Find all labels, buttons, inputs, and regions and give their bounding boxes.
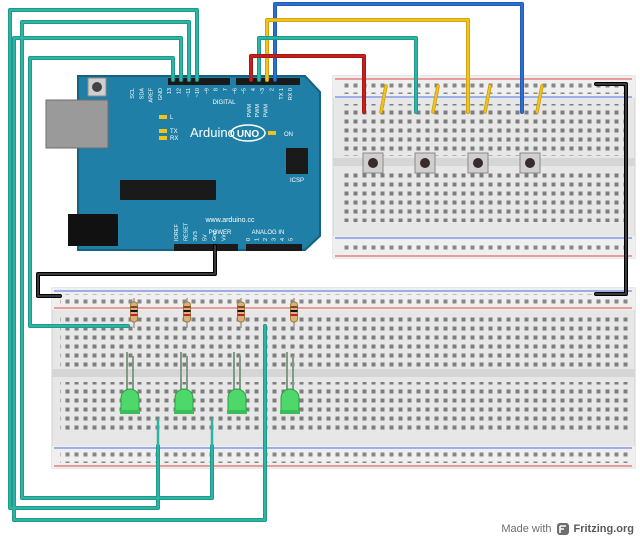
analog-pin-label-2: 2	[263, 238, 269, 241]
resistor-2	[183, 298, 191, 328]
power-pin-label-3: 5V	[203, 234, 209, 241]
pin-label-1: SDA	[139, 88, 145, 100]
leds	[120, 352, 300, 414]
pin-label-7: ~10	[195, 88, 201, 97]
pin-label-3: GND	[158, 88, 164, 100]
led-green-1	[120, 352, 140, 414]
pwm-label-1: PWM	[255, 104, 261, 118]
led-tx-indicator	[159, 129, 167, 133]
analog-pin-label-4: 4	[280, 238, 286, 241]
led-on-indicator	[268, 131, 276, 135]
led-l-label: L	[170, 115, 174, 121]
icsp-header	[286, 148, 308, 174]
pin-label-5: 12	[177, 88, 183, 94]
arduino-brand-label: Arduino	[190, 125, 235, 140]
analog-pin-label-0: 0	[246, 238, 252, 241]
arduino-url-label: www.arduino.cc	[204, 217, 255, 224]
power-jack	[68, 214, 118, 246]
pin-label-9: 8	[214, 88, 220, 91]
digital-header-left	[168, 78, 230, 85]
arduino-uno-board: Arduino UNO www.arduino.cc DIGITAL POWER…	[45, 75, 321, 251]
power-label: POWER	[209, 230, 232, 236]
pin-label-2: AREF	[149, 87, 155, 102]
pin-label-16: TX 1	[279, 88, 285, 100]
led-l-indicator	[159, 115, 167, 119]
pin-label-11: ~6	[232, 88, 238, 94]
resistors	[130, 298, 298, 328]
pin-label-14: ~3	[260, 88, 266, 94]
push-buttons	[362, 152, 541, 174]
power-pin-label-0: IOREF	[174, 224, 180, 241]
pin-label-17: RX 0	[288, 88, 294, 100]
push-button-3	[467, 152, 489, 174]
arduino-model-label: UNO	[237, 129, 259, 140]
led-green-3	[227, 352, 247, 414]
fritzing-credit: Made with Fritzing.org	[501, 521, 634, 537]
breadboard-bottom	[51, 287, 636, 469]
analog-pin-label-3: 3	[272, 238, 278, 241]
push-button-1	[362, 152, 384, 174]
led-rx-indicator	[159, 136, 167, 140]
microcontroller-chip	[120, 180, 216, 200]
pwm-label-2: PWM	[263, 104, 269, 118]
pin-label-13: 4	[251, 88, 257, 91]
pin-label-15: 2	[270, 88, 276, 91]
analog-in-label: ANALOG IN	[252, 230, 285, 236]
pin-label-4: 13	[167, 88, 173, 94]
uno-logo-oval	[230, 124, 266, 142]
led-rx-label: RX	[170, 136, 178, 142]
usb-connector	[45, 99, 109, 149]
pin-label-8: ~9	[204, 88, 210, 94]
pin-label-10: 7	[223, 88, 229, 91]
analog-pin-label-1: 1	[255, 238, 261, 241]
push-button-4	[519, 152, 541, 174]
analog-pin-label-5: 5	[289, 238, 295, 241]
resistor-4	[290, 298, 298, 328]
push-button-2	[414, 152, 436, 174]
pin-label-6: ~11	[186, 88, 192, 97]
credit-brand: Fritzing.org	[573, 523, 635, 535]
power-pin-label-5: Vin	[222, 233, 228, 241]
resistor-1	[130, 298, 138, 328]
analog-header	[246, 244, 302, 251]
power-pin-label-2: 3V3	[193, 231, 199, 241]
led-green-4	[280, 352, 300, 414]
wires	[8, 2, 628, 522]
credit-prefix: Made with	[501, 523, 552, 535]
resistor-3	[237, 298, 245, 328]
power-pin-label-4: Gnd	[212, 231, 218, 241]
on-label: ON	[284, 132, 293, 138]
led-tx-label: TX	[170, 129, 178, 135]
pin-label-12: ~5	[242, 88, 248, 94]
led-green-2	[174, 352, 194, 414]
digital-label: DIGITAL	[213, 100, 237, 106]
pwm-label-0: PWM	[247, 104, 253, 118]
icsp-label: ICSP	[290, 178, 304, 184]
pin-label-0: SCL	[130, 88, 136, 99]
power-pin-label-1: RESET	[184, 222, 190, 241]
fritzing-logo-icon	[556, 523, 569, 535]
power-header	[174, 244, 238, 251]
